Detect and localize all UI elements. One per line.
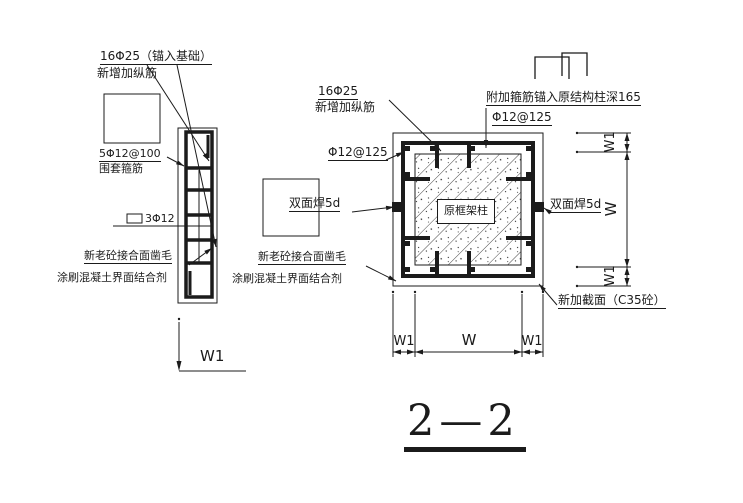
anchor-staple-symbol <box>534 52 588 79</box>
dim-right-w: W <box>602 201 620 217</box>
elev-dim-w1: W1 <box>200 347 225 365</box>
detail-box-top-left <box>103 93 161 144</box>
tie-bar-symbol <box>126 213 143 224</box>
dim-right-w1-bottom: W1 <box>603 265 619 287</box>
elev-surface-note-line1: 新老砼接合面凿毛 <box>84 249 172 265</box>
dim-bottom-w: W <box>461 331 477 349</box>
original-column-label: 原框架柱 <box>437 199 495 224</box>
weld-blob-left <box>392 202 404 212</box>
sec-added-stirrup-note: 附加箍筋锚入原结构柱深165 <box>486 90 641 107</box>
weld-blob-right <box>532 202 544 212</box>
detail-box-left <box>262 178 320 237</box>
elev-surface-note-line2: 涂刷混凝土界面结合剂 <box>57 271 167 284</box>
sec-rebar-name: 新增加纵筋 <box>315 100 376 114</box>
elev-stirrup-spec: 5Φ12@100 <box>99 147 161 163</box>
dim-bottom-w1-right: W1 <box>521 334 543 349</box>
elev-rebar-callout-line2: 新增加纵筋 <box>97 66 158 80</box>
sec-rebar-spec: 16Φ25 <box>318 84 358 101</box>
dim-bottom-w1-left: W1 <box>393 334 415 349</box>
elev-tie-bars-label: 3Φ12 <box>145 212 175 225</box>
section-title-underline <box>404 447 526 452</box>
dimension-arrowheads <box>176 131 630 371</box>
dim-right-w1-top: W1 <box>603 131 619 153</box>
sec-surface-note-line1: 新老砼接合面凿毛 <box>258 250 346 266</box>
sec-weld-note-right: 双面焊5d <box>550 197 602 214</box>
section-bars-and-welds <box>392 146 544 272</box>
sec-new-section-note: 新加截面（C35砼） <box>558 293 666 310</box>
sec-hoop-spec-right: Φ12@125 <box>492 110 552 127</box>
leader-lines <box>113 64 558 306</box>
section-title: 2—2 <box>407 396 520 446</box>
sec-surface-note-line2: 涂刷混凝土界面结合剂 <box>232 272 342 285</box>
elev-stirrup-name: 围套箍筋 <box>99 162 143 175</box>
sec-weld-note-left: 双面焊5d <box>289 196 341 213</box>
elev-rebar-callout-line1: 16Φ25（锚入基础） <box>100 49 212 66</box>
leader-arrowheads <box>176 140 552 292</box>
sec-hoop-spec-left: Φ12@125 <box>328 145 388 162</box>
